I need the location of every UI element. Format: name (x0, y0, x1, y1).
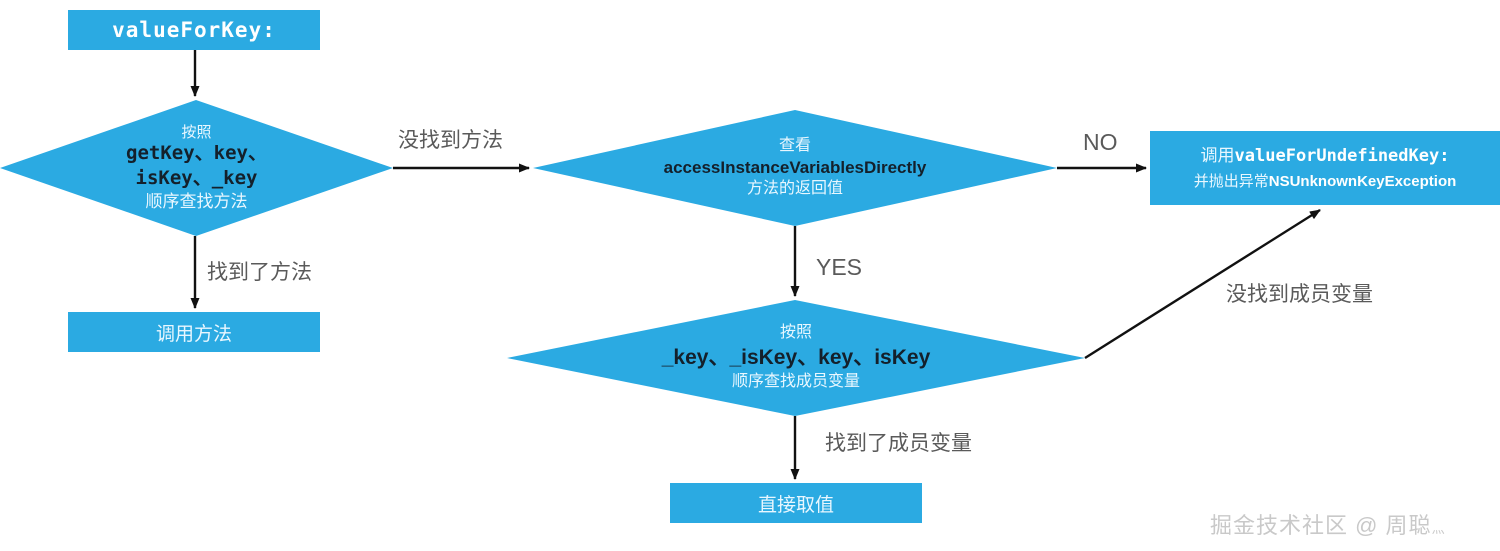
edge-label-yes: YES (816, 254, 863, 280)
connector-find-ivar-to-undefined-key (1084, 208, 1321, 360)
node-direct-value-label: 直接取值 (757, 494, 834, 516)
node-call-method-label: 调用方法 (155, 323, 232, 345)
node-direct-value[interactable]: 直接取值 (670, 483, 922, 523)
watermark-suffix: 灬 (1431, 521, 1446, 536)
node-check-access-line1: 查看 (778, 136, 811, 154)
edge-label-no: NO (1083, 129, 1118, 155)
watermark-text: 掘金技术社区 @ 周聪 (1210, 513, 1432, 538)
node-check-access[interactable]: 查看 accessInstanceVariablesDirectly 方法的返回… (533, 110, 1057, 226)
node-check-access-line3: 方法的返回值 (746, 180, 843, 198)
node-find-method-shape[interactable] (0, 100, 393, 236)
edge-label-ivar-found: 找到了成员变量 (825, 432, 972, 455)
node-start-label: valueForKey: (112, 18, 276, 42)
node-direct-value-shape[interactable] (670, 483, 922, 523)
node-find-method[interactable]: 按照 getKey、key、 isKey、_key 顺序查找方法 (0, 100, 393, 236)
node-undefined-key[interactable]: 调用valueForUndefinedKey: 并抛出异常NSUnknownKe… (1150, 131, 1500, 205)
node-undefined-key-line1-cn: 调用 (1200, 146, 1235, 166)
edge-label-no-method-found: 没找到方法 (398, 129, 503, 152)
node-find-ivar-line3: 顺序查找成员变量 (731, 373, 860, 391)
node-undefined-key-line2-cn: 并抛出异常 (1193, 172, 1269, 190)
node-undefined-key-shape[interactable] (1150, 131, 1500, 205)
node-undefined-key-line1: 调用valueForUndefinedKey: (1201, 143, 1450, 169)
node-find-method-line3: isKey、_key (135, 167, 258, 189)
node-find-method-line1: 按照 (181, 124, 212, 142)
node-find-method-line2: getKey、key、 (126, 142, 267, 165)
node-call-method-shape[interactable] (68, 312, 320, 352)
node-call-method[interactable]: 调用方法 (68, 312, 320, 352)
node-find-method-line4: 顺序查找方法 (145, 191, 248, 211)
node-start[interactable]: valueForKey: (68, 10, 320, 50)
node-find-ivar-line1: 按照 (779, 324, 812, 342)
watermark: 掘金技术社区 @ 周聪灬 (1210, 508, 1446, 540)
edge-label-no-ivar-found: 没找到成员变量 (1226, 283, 1373, 306)
node-find-ivar[interactable]: 按照 _key、_isKey、key、isKey 顺序查找成员变量 (507, 300, 1085, 416)
node-start-shape[interactable] (68, 10, 320, 50)
node-undefined-key-line2-code: NSUnknownKeyException (1268, 172, 1457, 190)
node-undefined-key-line1-code: valueForUndefinedKey: (1234, 146, 1450, 167)
node-find-ivar-line2: _key、_isKey、key、isKey (661, 345, 931, 369)
node-undefined-key-line2: 并抛出异常NSUnknownKeyException (1194, 170, 1457, 193)
edge-label-method-found: 找到了方法 (207, 261, 312, 284)
node-find-ivar-shape[interactable] (507, 300, 1085, 416)
node-check-access-line2: accessInstanceVariablesDirectly (663, 157, 927, 177)
node-check-access-shape[interactable] (533, 110, 1057, 226)
